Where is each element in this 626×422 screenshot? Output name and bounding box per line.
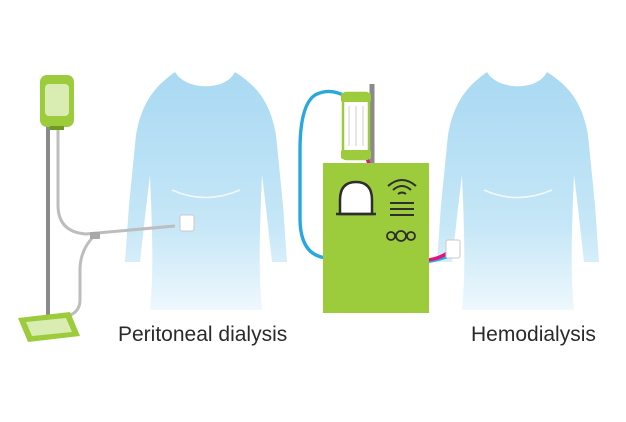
torso-right-ribs [483, 189, 553, 199]
torso-left [125, 72, 287, 310]
access-patch [445, 239, 461, 259]
torso-left-ribs [171, 189, 241, 199]
tube-connector [90, 232, 100, 239]
label-hemodialysis: Hemodialysis [471, 323, 596, 346]
pd-tube-outflow [56, 128, 176, 236]
drain-bag-icon [18, 312, 80, 342]
iv-bag-icon [40, 75, 74, 130]
pd-tube-drain [67, 234, 96, 318]
dialysis-machine [323, 163, 429, 313]
catheter-patch [179, 214, 195, 232]
torso-right [437, 72, 599, 310]
control-lines [390, 202, 414, 216]
dial-gauge-icon [387, 179, 417, 195]
control-knobs [386, 230, 416, 242]
label-peritoneal-dialysis: Peritoneal dialysis [118, 323, 288, 346]
pump-icon [336, 180, 376, 216]
dialyzer-icon [341, 91, 371, 161]
